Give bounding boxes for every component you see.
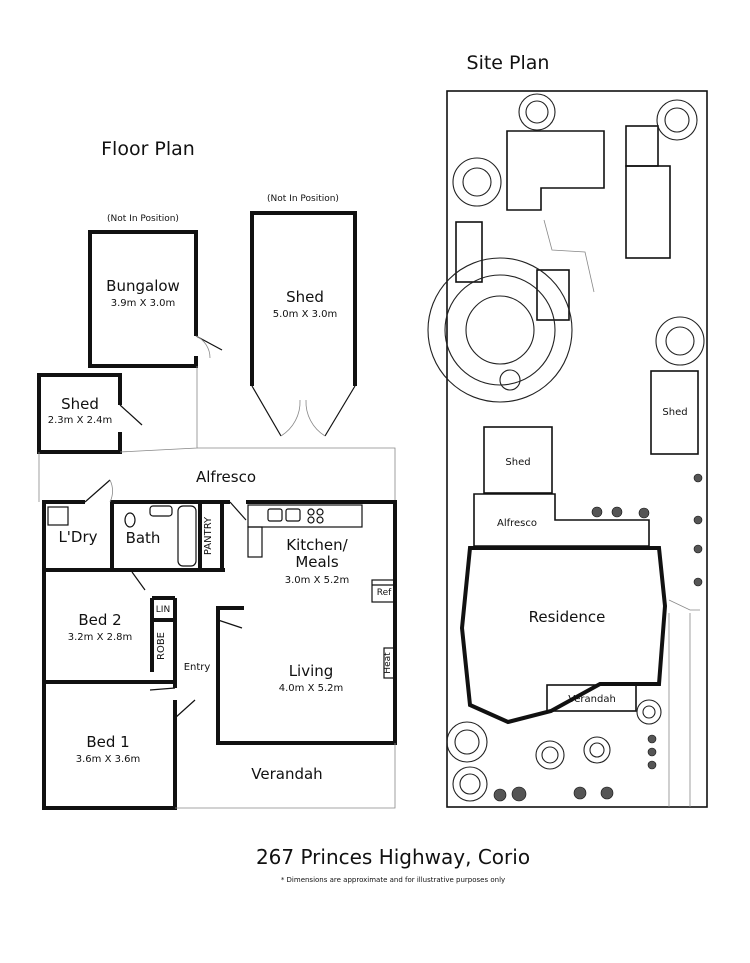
house-walls <box>42 479 397 810</box>
bungalow-dims: 3.9m X 3.0m <box>111 298 176 309</box>
shed-small-dims: 2.3m X 2.4m <box>48 415 113 426</box>
bungalow-not-in-position: (Not In Position) <box>107 214 179 224</box>
bath-fixtures <box>47 505 197 567</box>
verandah-label: Verandah <box>251 765 322 783</box>
kitchen-dims: 3.0m X 5.2m <box>285 575 350 586</box>
shed-small-label: Shed <box>61 395 99 413</box>
bath-label: Bath <box>126 529 161 547</box>
alfresco-edge <box>119 366 198 453</box>
bungalow-label: Bungalow <box>106 277 180 295</box>
laundry-label: L'Dry <box>58 528 97 546</box>
alfresco-label: Alfresco <box>196 468 256 486</box>
bed2-label: Bed 2 <box>78 611 121 629</box>
shed-small-room <box>37 373 143 454</box>
shed-large-not-in-position: (Not In Position) <box>267 194 339 204</box>
large-tree-icon <box>427 257 573 403</box>
disclaimer-text: * Dimensions are approximate and for ill… <box>281 876 505 884</box>
site-alfresco-label: Alfresco <box>497 518 537 529</box>
driveway-gate <box>668 599 700 611</box>
tree-icon <box>655 316 705 366</box>
shrub-icons <box>493 473 703 802</box>
tree-icon <box>535 740 565 770</box>
tree-icon <box>656 99 698 141</box>
entry-label: Entry <box>184 662 211 673</box>
site-shed-mid-label: Shed <box>505 457 530 468</box>
site-shed-right-label: Shed <box>662 407 687 418</box>
site-outbuildings <box>455 125 671 321</box>
heat-label: Heat <box>383 652 393 674</box>
bed2-dims: 3.2m X 2.8m <box>68 632 133 643</box>
site-verandah <box>546 684 637 712</box>
tree-icon <box>452 766 488 802</box>
site-shed-right <box>650 370 699 455</box>
tree-icon <box>446 721 488 763</box>
floor-plan-heading: Floor Plan <box>101 138 195 160</box>
living-label: Living <box>289 662 334 680</box>
address-title: 267 Princes Highway, Corio <box>256 845 530 869</box>
kitchen-label-line1: Kitchen/ <box>286 536 348 554</box>
bed1-dims: 3.6m X 3.6m <box>76 754 141 765</box>
site-residence <box>459 546 668 725</box>
bed1-label: Bed 1 <box>86 733 129 751</box>
tree-icon <box>583 736 611 764</box>
linen-label: LIN <box>156 605 170 615</box>
tree-icon <box>452 157 502 207</box>
site-plan-heading: Site Plan <box>467 52 550 74</box>
site-shed-mid <box>483 426 553 494</box>
robe-label: ROBE <box>156 632 167 660</box>
site-residence-label: Residence <box>529 608 606 626</box>
kitchen-fixtures <box>247 504 363 558</box>
tree-icon <box>518 93 556 131</box>
bungalow-room <box>88 230 223 368</box>
living-dims: 4.0m X 5.2m <box>279 683 344 694</box>
shed-large-room <box>250 211 357 437</box>
shed-large-label: Shed <box>286 288 324 306</box>
verandah-edge <box>175 743 396 809</box>
alfresco-edge-right <box>197 447 396 502</box>
site-verandah-label: Verandah <box>568 694 616 705</box>
site-boundary <box>446 90 708 808</box>
ref-label: Ref <box>377 588 392 598</box>
kitchen-label-line2: Meals <box>295 553 339 571</box>
shed-large-dims: 5.0m X 3.0m <box>273 309 338 320</box>
tree-icon <box>636 699 662 725</box>
pantry-label: PANTRY <box>203 516 214 555</box>
